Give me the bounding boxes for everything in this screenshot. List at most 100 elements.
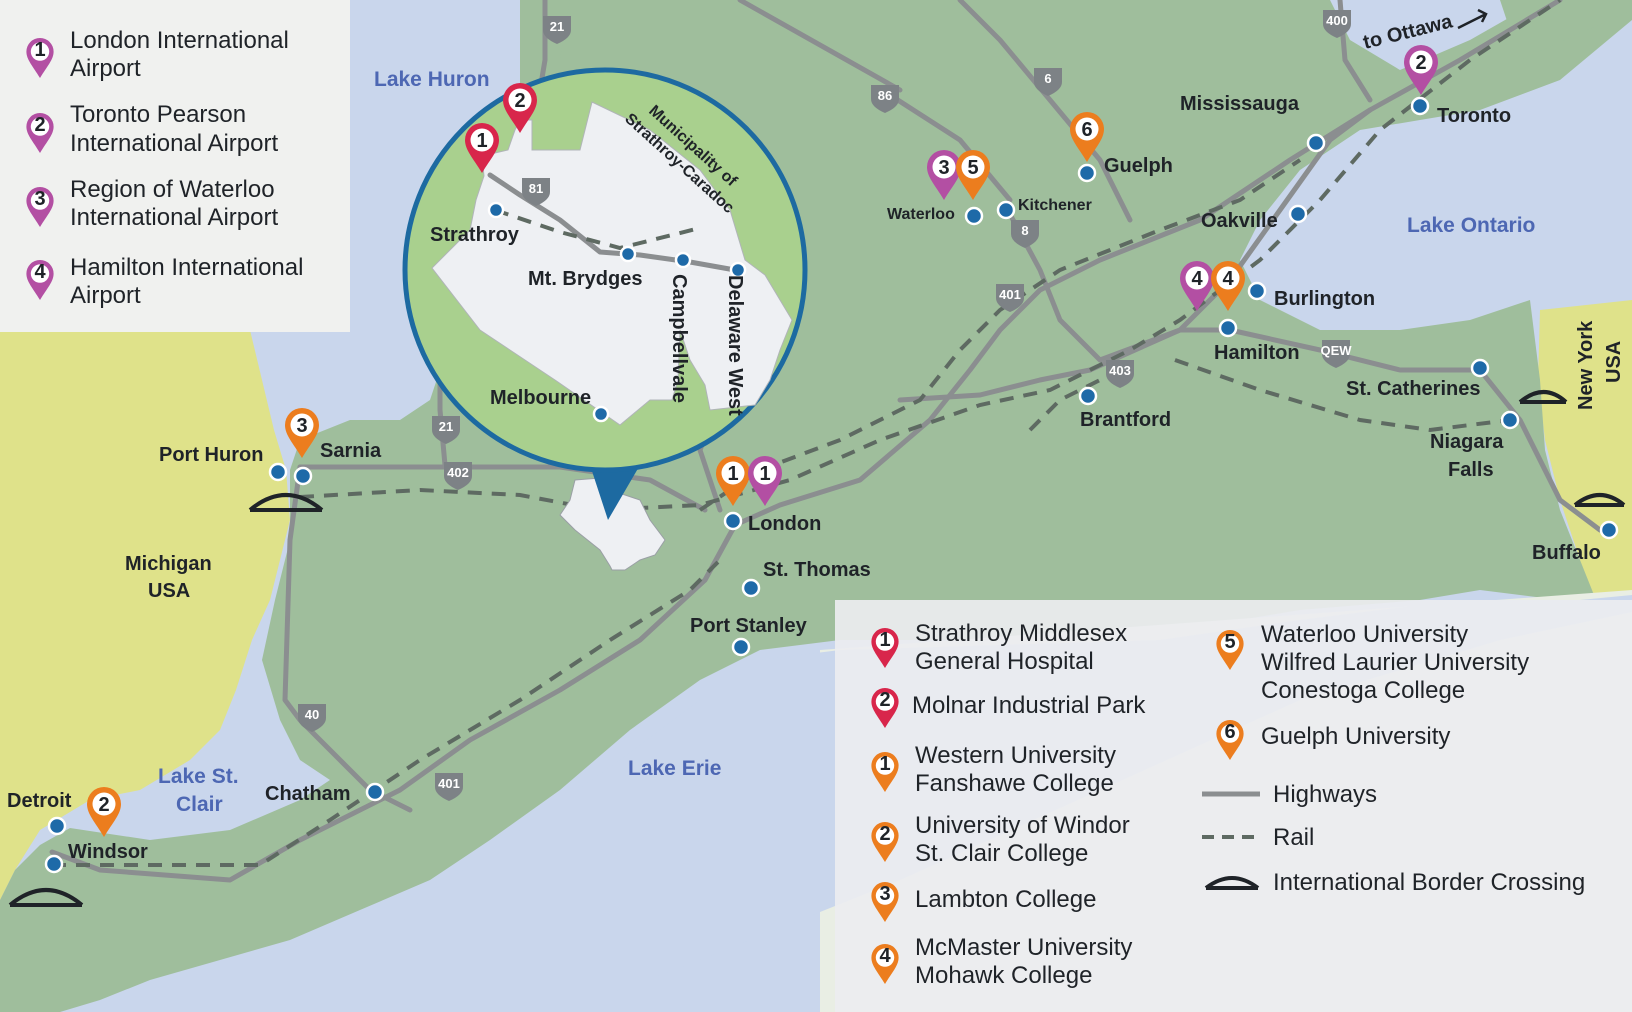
svg-text:McMaster University: McMaster University (915, 934, 1132, 961)
niagara-falls-label-line2: Falls (1448, 459, 1494, 481)
svg-text:1: 1 (727, 463, 738, 485)
hospital-pin-1: 1 (465, 123, 499, 173)
burlington-label: Burlington (1274, 288, 1375, 310)
inset-strathroy-label: Strathroy (430, 224, 520, 246)
strathroy-caradoc-area (559, 477, 666, 571)
highway-shield-qew: QEW (1320, 340, 1352, 368)
highway-shield-21-north: 21 (543, 16, 571, 44)
education-pin-1: 1 (716, 456, 750, 506)
london-label: London (748, 513, 821, 535)
city-dots (44, 96, 1619, 874)
michigan-label-line2: USA (148, 580, 190, 602)
education-pin-5: 5 (956, 150, 990, 200)
svg-text:Region of Waterloo: Region of Waterloo (70, 176, 275, 203)
svg-text:401: 401 (438, 776, 460, 791)
inset-delaware-west-label: Delaware West (724, 275, 746, 416)
svg-text:International Airport: International Airport (70, 204, 278, 231)
svg-text:6: 6 (1044, 71, 1051, 86)
svg-text:Wilfred Laurier University: Wilfred Laurier University (1261, 649, 1529, 676)
detroit-label: Detroit (7, 790, 72, 812)
svg-text:1: 1 (34, 39, 45, 61)
new-york-label-line1: New York (1575, 320, 1597, 410)
svg-text:Western University: Western University (915, 742, 1116, 769)
guelph-label: Guelph (1104, 155, 1173, 177)
industrial-pin-2: 2 (503, 83, 537, 133)
svg-text:1: 1 (879, 629, 890, 651)
svg-text:21: 21 (439, 419, 453, 434)
svg-text:International Airport: International Airport (70, 130, 278, 157)
svg-text:6: 6 (1224, 721, 1235, 743)
border-crossing-icon (1518, 390, 1568, 404)
svg-text:401: 401 (999, 287, 1021, 302)
lake-huron-label: Lake Huron (374, 68, 490, 91)
highway-shield-6: 6 (1034, 68, 1062, 96)
waterloo-label: Waterloo (887, 206, 955, 223)
kitchener-label: Kitchener (1018, 197, 1092, 214)
svg-text:Hamilton International: Hamilton International (70, 254, 303, 281)
svg-text:1: 1 (476, 130, 487, 152)
airport-legend: 1 London International Airport 2 Toronto… (0, 0, 350, 332)
svg-text:QEW: QEW (1320, 343, 1352, 358)
buffalo-label: Buffalo (1532, 542, 1601, 564)
svg-text:Strathroy Middlesex: Strathroy Middlesex (915, 620, 1127, 647)
airport-pin-2: 2 (1404, 45, 1438, 95)
port-huron-label: Port Huron (159, 444, 263, 466)
svg-text:3: 3 (938, 157, 949, 179)
svg-text:2: 2 (34, 114, 45, 136)
svg-text:3: 3 (296, 415, 307, 437)
inset-melbourne-label: Melbourne (490, 387, 591, 409)
toronto-label: Toronto (1437, 105, 1511, 127)
strathroy-caradoc-inset: 81 Strathroy Mt. Brydges Campbellvale De… (402, 67, 808, 520)
education-pin-3: 3 (285, 408, 319, 458)
highway-shield-400: 400 (1323, 10, 1351, 38)
mississauga-label: Mississauga (1180, 93, 1300, 115)
rail-lines (52, 0, 1562, 867)
svg-text:4: 4 (1222, 268, 1234, 290)
svg-text:2: 2 (1415, 52, 1426, 74)
svg-text:Fanshawe College: Fanshawe College (915, 770, 1114, 797)
svg-text:Mohawk College: Mohawk College (915, 962, 1092, 989)
svg-text:21: 21 (550, 19, 564, 34)
education-pin-6: 6 (1070, 112, 1104, 162)
border-crossing-icon (1573, 493, 1626, 507)
brantford-label: Brantford (1080, 409, 1171, 431)
inset-campbellvale-label: Campbellvale (668, 274, 690, 403)
windsor-label: Windsor (68, 841, 148, 863)
lake-erie-label: Lake Erie (628, 757, 721, 780)
education-pin-2: 2 (87, 787, 121, 837)
svg-text:Lambton College: Lambton College (915, 886, 1096, 913)
oakville-label: Oakville (1201, 210, 1278, 232)
inset-mt-brydges-label: Mt. Brydges (528, 268, 642, 290)
svg-text:3: 3 (879, 883, 890, 905)
svg-text:5: 5 (967, 157, 978, 179)
airport-pin-1: 1 (748, 456, 782, 506)
airport-pin-4: 4 (1180, 261, 1214, 311)
svg-text:6: 6 (1081, 119, 1092, 141)
svg-text:1: 1 (759, 463, 770, 485)
svg-text:Toronto Pearson: Toronto Pearson (70, 101, 246, 128)
svg-text:General Hospital: General Hospital (915, 648, 1094, 675)
border-crossing-icon (8, 888, 84, 907)
port-stanley-label: Port Stanley (690, 615, 808, 637)
svg-text:Airport: Airport (70, 55, 141, 82)
st-thomas-label: St. Thomas (763, 559, 871, 581)
michigan-label-line1: Michigan (125, 553, 212, 575)
highway-shield-8: 8 (1011, 220, 1039, 248)
svg-text:4: 4 (879, 945, 891, 967)
svg-text:3: 3 (34, 188, 45, 210)
svg-text:81: 81 (529, 181, 543, 196)
svg-text:4: 4 (1191, 268, 1203, 290)
svg-text:Airport: Airport (70, 282, 141, 309)
new-york-label-line2: USA (1603, 341, 1625, 383)
svg-text:Conestoga College: Conestoga College (1261, 677, 1465, 704)
sarnia-label: Sarnia (320, 440, 382, 462)
lake-st-clair-label-line2: Clair (176, 793, 223, 816)
svg-text:402: 402 (447, 465, 469, 480)
lake-ontario-label: Lake Ontario (1407, 214, 1535, 237)
svg-text:2: 2 (98, 794, 109, 816)
svg-text:St. Clair College: St. Clair College (915, 840, 1088, 867)
niagara-falls-label-line1: Niagara (1430, 431, 1504, 453)
to-ottawa-arrow-icon (1457, 8, 1488, 30)
